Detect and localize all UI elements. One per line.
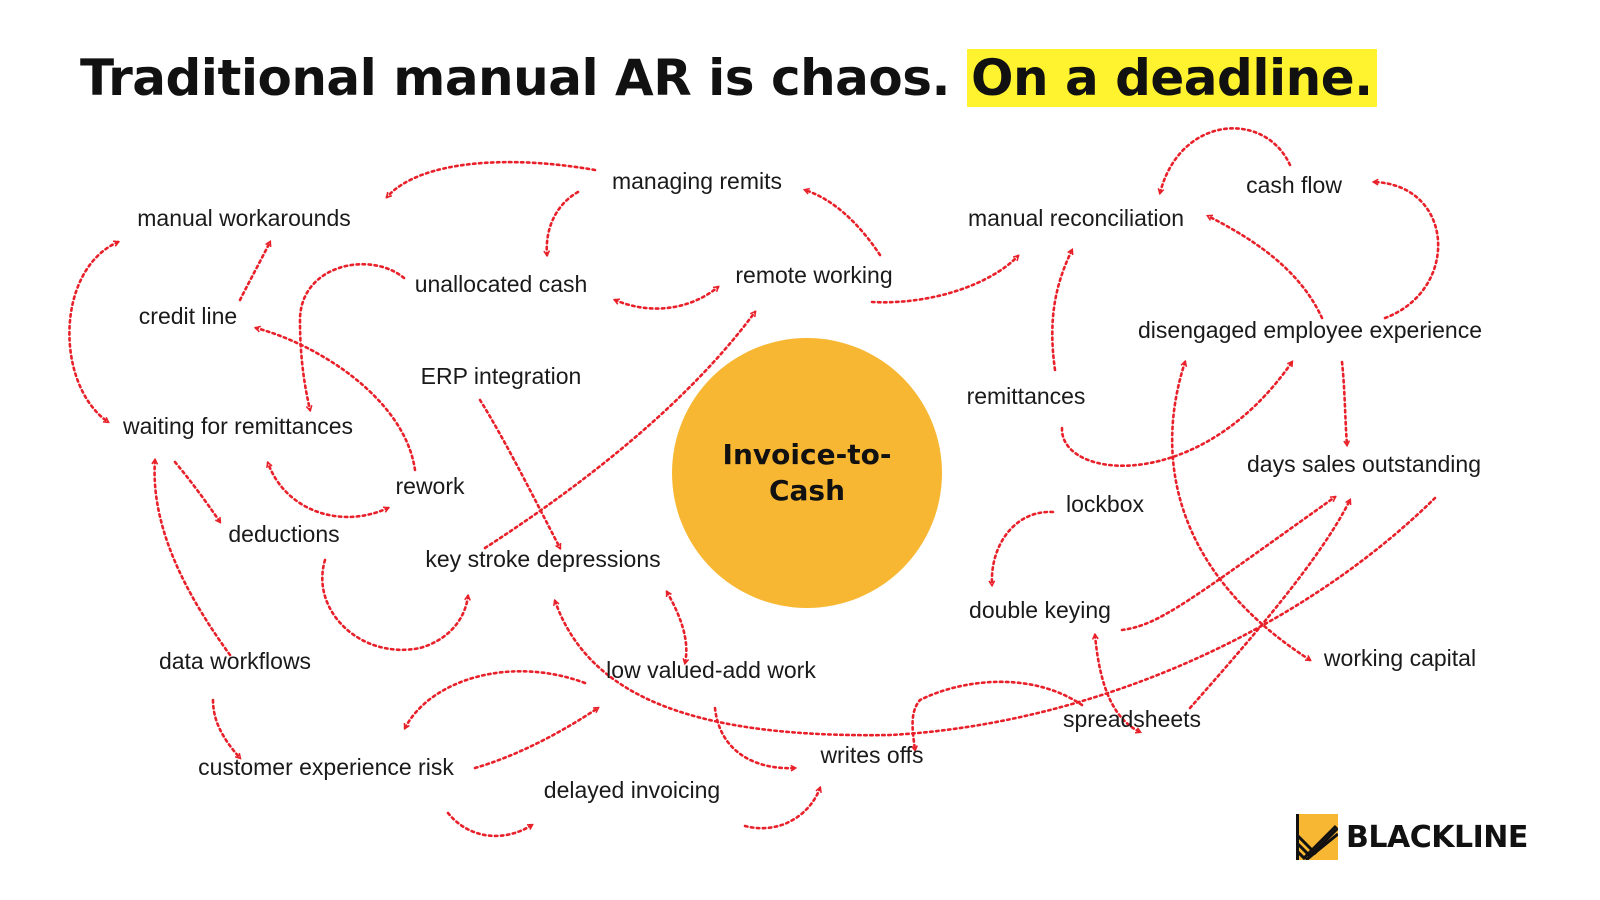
arrow [713,706,795,768]
node-waiting-for-remittances: waiting for remittances [122,413,354,439]
node-days-sales-outstanding: days sales outstanding [1247,451,1481,477]
node-double-keying: double keying [969,597,1111,623]
arrow [1095,635,1140,732]
node-writes-offs: writes offs [820,742,924,768]
title-main: Traditional manual AR is chaos. [80,49,951,107]
arrow [256,328,417,472]
arrow [473,706,598,770]
page-title: Traditional manual AR is chaos. On a dea… [80,46,1377,110]
node-deductions: deductions [228,521,340,547]
node-data-workflows: data workflows [158,648,312,674]
node-spreadsheets: spreadsheets [1062,706,1202,732]
arrow [387,160,597,197]
node-delayed-invoicing: delayed invoicing [543,777,721,803]
arrow [1170,362,1310,662]
node-cash-flow: cash flow [1246,172,1342,198]
node-manual-reconciliation: manual reconciliation [967,205,1185,231]
arrow [238,242,270,302]
arrow [1051,250,1072,372]
node-lockbox: lockbox [1066,491,1144,517]
arrow [665,592,686,663]
arrow [478,398,560,548]
arrow [1208,216,1324,320]
node-manual-workarounds: manual workarounds [137,205,351,231]
arrow [1060,362,1294,468]
arrow [268,463,388,519]
arrow [446,811,532,838]
node-key-stroke-depressions: key stroke depressions [425,546,661,572]
arrow [155,460,232,657]
hub-label: Invoice-to-Cash [722,438,892,507]
blackline-logo-mark [1296,814,1338,860]
arrow [805,190,882,257]
node-customer-experience-risk: customer experience risk [198,754,454,780]
arrow [298,263,406,410]
arrow [405,670,587,728]
arrow [615,287,718,310]
blackline-logo: BLACKLINE [1296,814,1528,860]
node-managing-remits: managing remits [611,168,783,194]
arrow [1188,500,1350,710]
arrow [211,698,240,758]
arrow [68,242,118,424]
arrow [992,510,1055,585]
arrow [483,312,755,550]
node-remote-working: remote working [735,262,893,288]
node-low-valued-add-work: low valued-add work [606,657,816,683]
title-highlight: On a deadline. [966,49,1377,107]
node-disengaged-employee-experience: disengaged employee experience [1138,317,1482,343]
node-working-capital: working capital [1323,645,1477,671]
arrow [743,788,820,830]
arrow [1160,127,1292,193]
blackline-wordmark: BLACKLINE [1346,819,1528,855]
arrow [1120,497,1335,632]
node-erp-integration: ERP integration [420,363,582,389]
arrow [913,680,1084,750]
arrow [173,460,222,522]
node-remittances: remittances [966,383,1086,409]
arrow [1340,360,1347,445]
arrow [870,256,1018,304]
node-credit-line: credit line [138,303,238,329]
node-rework: rework [395,473,465,499]
arrow [547,190,580,255]
arrow [1374,182,1440,320]
node-unallocated-cash: unallocated cash [414,271,588,297]
invoice-to-cash-hub: Invoice-to-Cash [672,338,942,608]
arrow [321,558,468,651]
